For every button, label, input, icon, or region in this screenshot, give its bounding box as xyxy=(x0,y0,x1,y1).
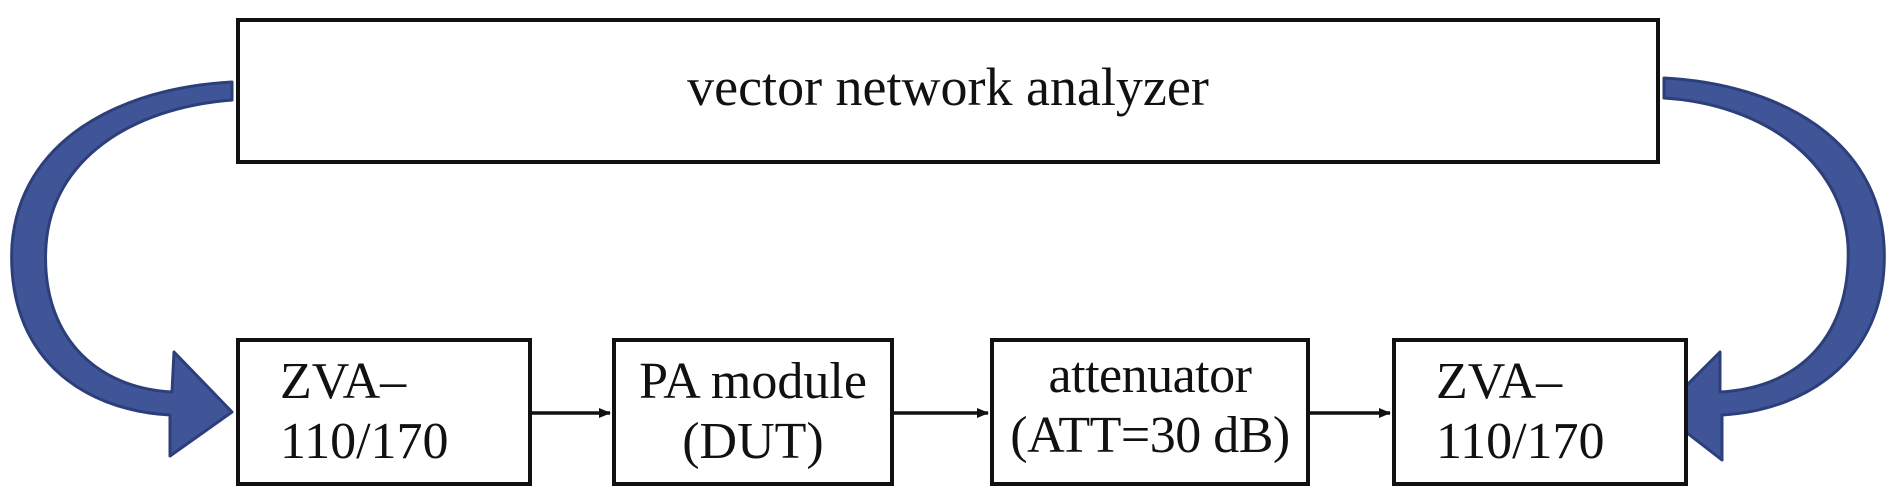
pa-module-line-1: PA module xyxy=(639,353,867,410)
zva-left-line-1: ZVA– xyxy=(280,353,407,410)
pa-module-box: PA module (DUT) xyxy=(612,338,894,486)
right-curved-arrow xyxy=(1658,76,1886,462)
left-curved-arrow xyxy=(10,80,234,458)
attenuator-box: attenuator (ATT=30 dB) xyxy=(990,338,1310,486)
zva-right-line-2: 110/170 xyxy=(1436,413,1605,470)
zva-right-box: ZVA– 110/170 xyxy=(1392,338,1688,486)
attenuator-line-1: attenuator xyxy=(1048,347,1252,404)
analyzer-label: vector network analyzer xyxy=(687,57,1209,117)
zva-left-line-2: 110/170 xyxy=(280,413,449,470)
attenuator-line-2: (ATT=30 dB) xyxy=(1010,407,1290,464)
pa-module-line-2: (DUT) xyxy=(682,413,824,470)
vector-network-analyzer-box: vector network analyzer xyxy=(236,18,1660,164)
zva-left-box: ZVA– 110/170 xyxy=(236,338,532,486)
zva-right-line-1: ZVA– xyxy=(1436,353,1563,410)
